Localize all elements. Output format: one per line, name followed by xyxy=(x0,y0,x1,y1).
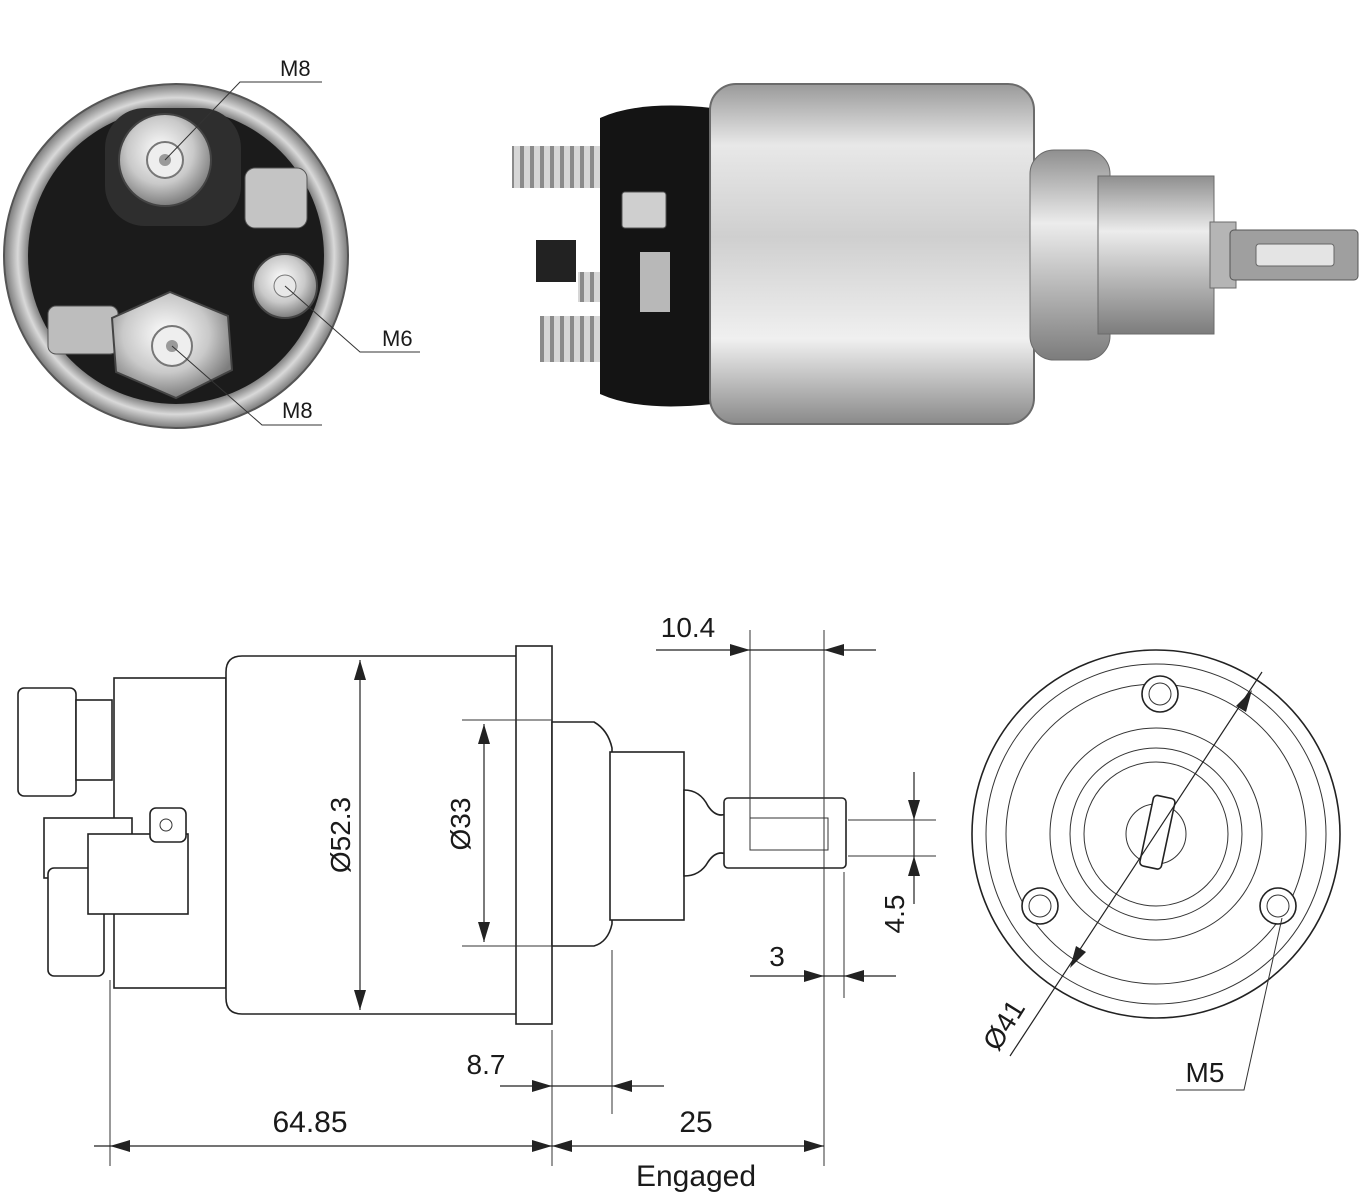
leader-m6 xyxy=(284,285,420,353)
plunger-icon xyxy=(1097,175,1215,335)
label-dia-41: Ø41 xyxy=(977,994,1031,1055)
label-3: 3 xyxy=(769,941,785,972)
label-dia-33: Ø33 xyxy=(445,798,476,851)
stud-lower-icon xyxy=(540,316,610,362)
label-m8-top: M8 xyxy=(280,56,311,81)
stud-upper-icon xyxy=(512,146,608,188)
label-engaged: Engaged xyxy=(636,1160,756,1193)
end-view-photo: M8 M6 M8 xyxy=(3,56,420,429)
leader-m8-bottom xyxy=(171,345,322,426)
label-10-4: 10.4 xyxy=(661,612,716,643)
label-25: 25 xyxy=(679,1106,712,1139)
flange-outline xyxy=(515,645,553,1025)
leader-m5 xyxy=(1176,917,1283,1091)
mount-hole-top-icon xyxy=(1141,675,1179,713)
label-m5: M5 xyxy=(1186,1057,1225,1088)
housing-can-icon xyxy=(709,83,1035,425)
label-8-7: 8.7 xyxy=(467,1049,506,1080)
mount-hole-right-icon xyxy=(1259,887,1297,925)
side-drawing: Ø52.3 Ø33 10.4 4.5 3 8.7 64.85 2 xyxy=(17,612,936,1193)
label-m6: M6 xyxy=(382,326,413,351)
front-drawing: Ø41 M5 xyxy=(971,649,1341,1091)
label-4-5: 4.5 xyxy=(879,895,910,934)
label-m8-bottom: M8 xyxy=(282,398,313,423)
label-dia-52-3: Ø52.3 xyxy=(325,797,356,873)
label-64-85: 64.85 xyxy=(272,1106,347,1139)
leader-m8-top xyxy=(164,81,322,161)
side-view-photo xyxy=(512,83,1359,425)
mount-hole-left-icon xyxy=(1021,887,1059,925)
nut-top-icon xyxy=(17,687,77,797)
